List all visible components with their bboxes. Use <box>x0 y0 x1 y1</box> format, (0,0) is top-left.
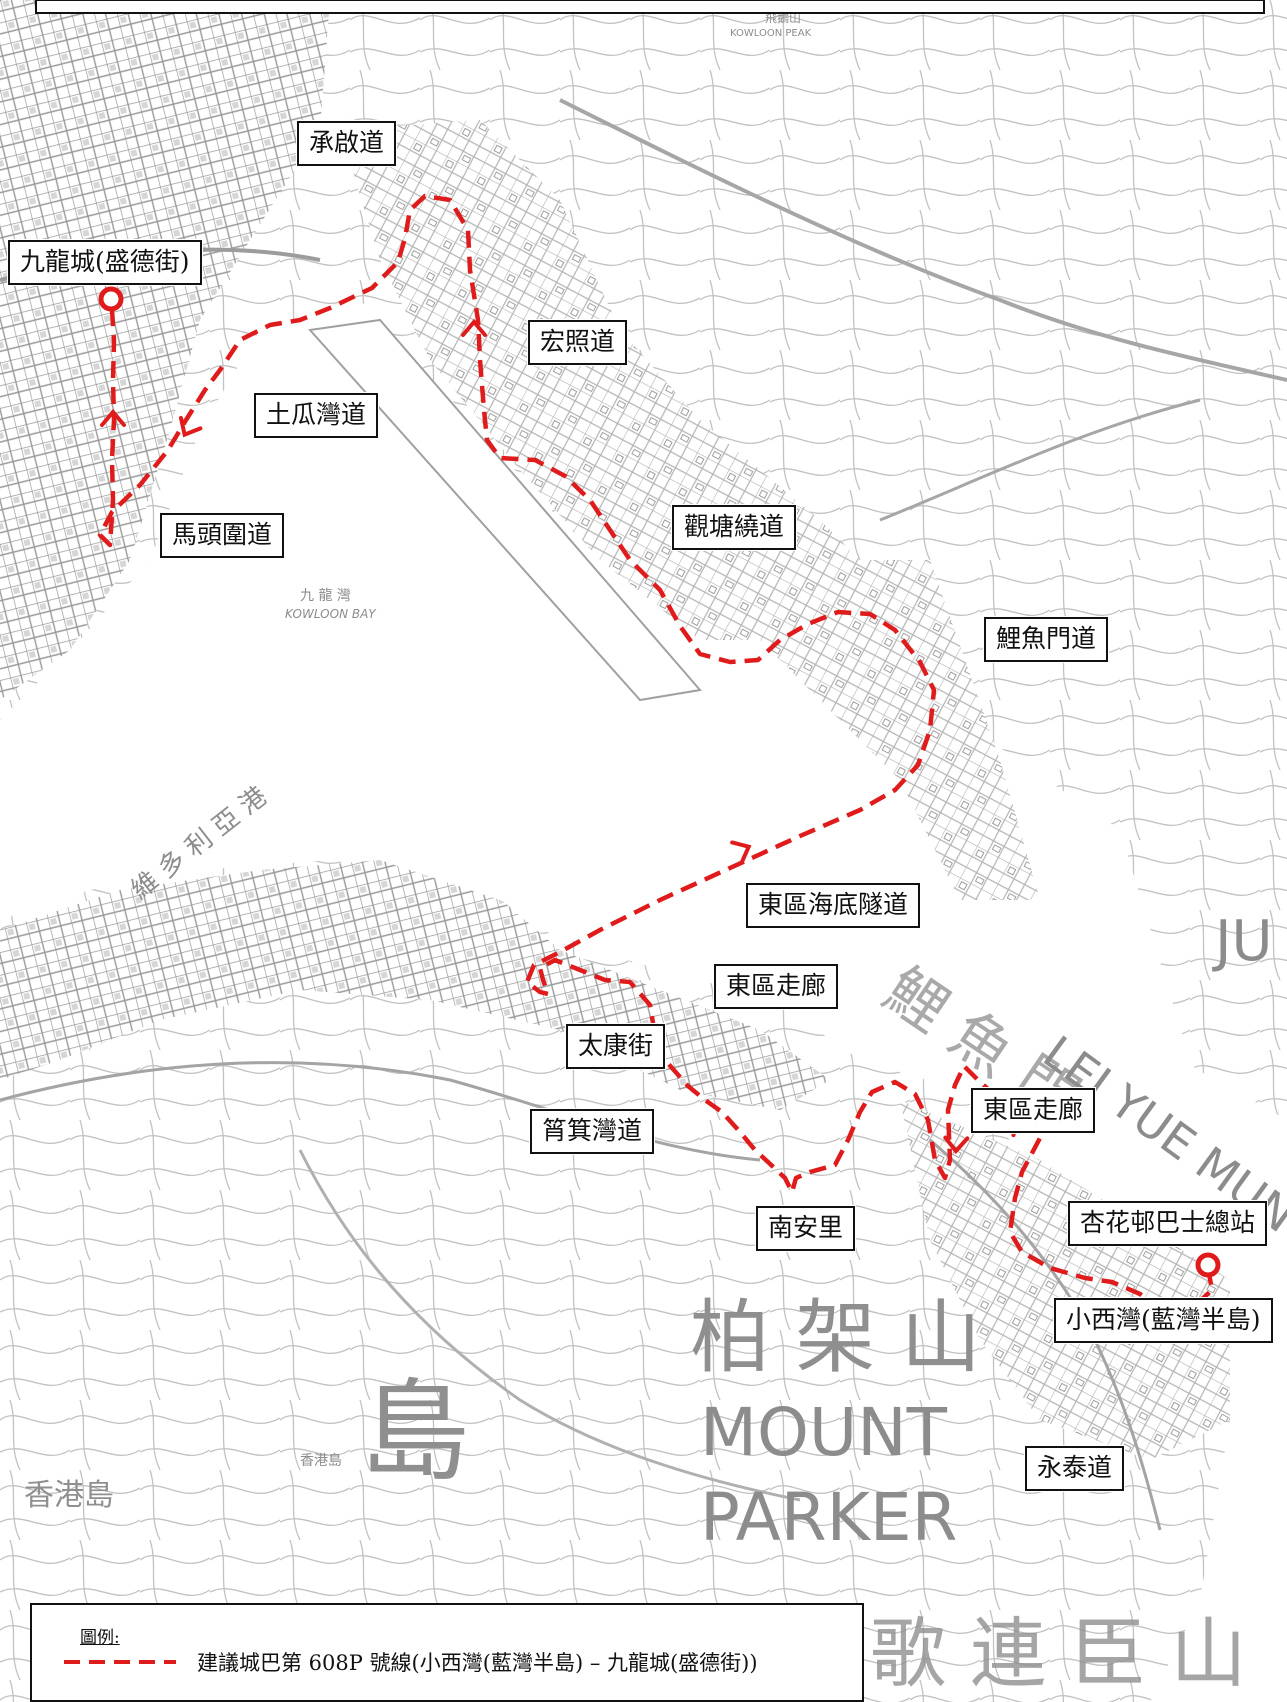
label-wang-chiu-road: 宏照道 <box>528 320 628 365</box>
arrowhead-icon <box>461 318 487 337</box>
label-kwun-tong-bypass: 觀塘繞道 <box>672 505 797 550</box>
mount-parker-cn: 柏 架 山 <box>690 1291 981 1384</box>
kai-tak-runway <box>308 318 702 702</box>
mount-parker-en-1: MOUNT <box>700 1394 948 1471</box>
label-to-kwa-wan-road: 土瓜灣道 <box>254 393 379 438</box>
label-siu-sai-wan: 小西灣(藍灣半島) <box>1054 1298 1273 1343</box>
arrowhead-icon <box>100 408 126 427</box>
island-char: 島 <box>360 1368 470 1496</box>
arrowhead-icon <box>178 416 203 438</box>
route-polyline <box>97 193 1215 1335</box>
kowloon-bay-cn: 九 龍 灣 <box>300 587 351 604</box>
kowloon-peak-en: KOWLOON PEAK <box>730 28 812 39</box>
arrowhead-icon <box>943 1135 970 1155</box>
arrowhead-icon <box>730 840 752 865</box>
circle-marker-icon <box>98 286 124 312</box>
mount-parker-en-2: PARKER <box>700 1479 957 1556</box>
edge-letters: JU <box>1212 909 1273 974</box>
terminal-marker-siu-sai-wan <box>1195 1252 1221 1278</box>
label-lei-yue-mun-road: 鯉魚門道 <box>984 617 1109 662</box>
mount-collinson-cn: 歌 連 臣 山 <box>870 1609 1246 1698</box>
legend-title: 圖例: <box>80 1628 120 1648</box>
kowloon-land <box>0 0 1287 1287</box>
label-nam-on-lane: 南安里 <box>756 1206 856 1251</box>
legend-route-swatch <box>64 1660 176 1664</box>
kowloon-peak-cn: 飛鵝山 <box>765 11 801 25</box>
label-shing-kai-road: 承啟道 <box>297 121 397 166</box>
kowloon-bay-en: KOWLOON BAY <box>285 607 377 621</box>
legend-route-text: 建議城巴第 608P 號線(小西灣(藍灣半島) – 九龍城(盛德街)) <box>197 1651 758 1675</box>
circle-marker-icon <box>1195 1252 1221 1278</box>
label-heng-fa-chuen-terminus: 杏花邨巴士總站 <box>1068 1201 1268 1246</box>
hk-island-left: 香港島 <box>24 1478 114 1513</box>
harbour-water <box>0 560 1287 1290</box>
hk-island-small: 香港島 <box>300 1453 342 1469</box>
hk-island-land <box>0 860 1230 1702</box>
label-island-eastern-corridor-2: 東區走廊 <box>971 1088 1096 1133</box>
label-wing-tai-road: 永泰道 <box>1025 1446 1125 1491</box>
label-kowloon-city: 九龍城(盛德街) <box>8 240 202 285</box>
kowloon-urban-west <box>0 0 330 700</box>
legend: 圖例: 建議城巴第 608P 號線(小西灣(藍灣半島) – 九龍城(盛德街)) <box>30 1603 864 1702</box>
label-ma-tau-wai-road: 馬頭圍道 <box>160 513 285 558</box>
label-tai-hong-street: 太康街 <box>566 1024 666 1069</box>
terminal-marker-kowloon-city <box>98 286 124 312</box>
title-frame <box>35 0 1265 14</box>
label-shau-kei-wan-road: 筲箕灣道 <box>530 1109 655 1154</box>
kwun-tong-urban <box>680 560 1040 900</box>
label-island-eastern-corridor-1: 東區走廊 <box>714 964 839 1009</box>
label-eastern-harbour-crossing: 東區海底隧道 <box>746 883 921 928</box>
